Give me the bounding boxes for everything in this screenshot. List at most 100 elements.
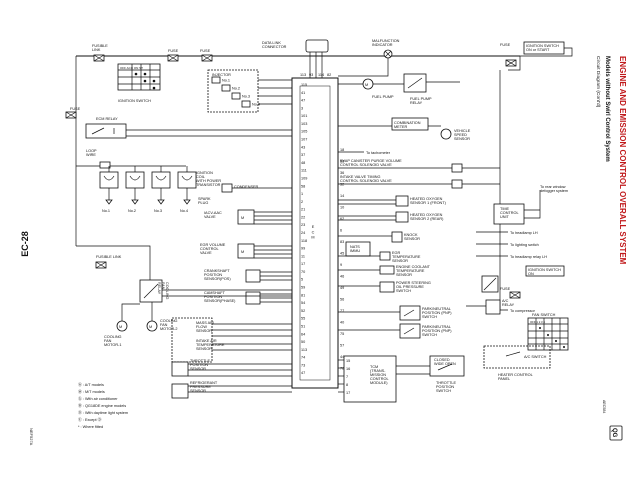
ecm-pin-label: 21 [301, 208, 305, 212]
to-tachometer: To tachometer [366, 151, 391, 155]
ecm-pin-label: 55 [301, 317, 305, 321]
svg-text:FUSE: FUSE [500, 43, 511, 47]
ecm-pin-label: 38 [340, 160, 344, 164]
svg-text:FUSE: FUSE [200, 49, 211, 53]
ecm-pin-label: 1 [301, 192, 303, 196]
doc-code: AEC584 [602, 400, 606, 413]
svg-text:FUSE: FUSE [70, 107, 81, 111]
ecm-pin-label: 18 [340, 148, 344, 152]
ecm-pin-label: 51 [301, 324, 305, 328]
svg-text:FUEL PUMP: FUEL PUMP [372, 95, 394, 99]
ecm-pin-label: 24 [301, 231, 305, 235]
injector-coils: No.1No.2No.3No.4 [211, 76, 260, 108]
svg-text:M: M [241, 216, 244, 220]
tcm-pin-label: 8 [346, 383, 348, 387]
fuse-2: FUSE [200, 49, 213, 62]
ecm-pin-label: 118 [301, 239, 307, 243]
ecm-pin-label: 62 [340, 217, 344, 221]
svg-text:FUSIBLE LINK: FUSIBLE LINK [96, 255, 122, 259]
ecm-pin-label: 50 [301, 340, 305, 344]
ecm-pin-label: 114 [318, 73, 324, 77]
svg-text:No.2: No.2 [232, 87, 240, 91]
svg-text:No.3: No.3 [154, 209, 162, 213]
ignition-coil: No.4 [177, 166, 197, 213]
ecm-pin-label: 57 [340, 344, 344, 348]
svg-text:M: M [119, 325, 122, 329]
ecm-pin-label: 23 [301, 223, 305, 227]
ignition-coil: No.2 [125, 166, 145, 213]
svg-text:M: M [149, 325, 152, 329]
ecm-left-pins: 1154147310110310510743374811110958122122… [301, 83, 307, 375]
ecm-pin-label: 107 [301, 138, 307, 142]
svg-text:ECM RELAY: ECM RELAY [96, 117, 118, 121]
ecm-pin-label: 70 [301, 270, 305, 274]
svg-text:To compressor: To compressor [510, 309, 536, 313]
ecm-pin-label: 45 [340, 252, 344, 256]
legend-item: Ⓓ : With daytime light system [78, 410, 128, 415]
svg-text:M: M [241, 250, 244, 254]
tcm-pin-label: 15 [346, 359, 350, 363]
injector-group: INJECTOR No.1No.2No.3No.4 [207, 69, 292, 113]
tcm-pin-label: 16 [346, 367, 350, 371]
ecm-pin-label: 3 [301, 106, 303, 110]
svg-text:A/C SWITCH: A/C SWITCH [524, 355, 547, 359]
svg-text:FUSE: FUSE [500, 287, 511, 291]
ecm-pin-label: 99 [301, 247, 305, 251]
tcm-pin-label: 7 [346, 375, 348, 379]
ecm-pin-label: 64 [301, 332, 305, 336]
ignition-coil: No.1 [99, 166, 119, 213]
legend-item: Ⓔ : Except Ⓓ [78, 417, 102, 422]
page-subtitle: Circuit Diagram (Cont'd) [595, 56, 601, 108]
injector-coil: No.3 [231, 92, 250, 100]
svg-text:To headlamp LH: To headlamp LH [510, 231, 538, 235]
svg-text:COOLINGFANRELAY: COOLINGFANRELAY [157, 282, 169, 300]
svg-text:To headlamp relay LH: To headlamp relay LH [510, 255, 547, 259]
page-heading: Models without Swirl Control System [604, 56, 610, 162]
ecm-pin-label: 44 [340, 355, 344, 359]
ecm-pin-label: 101 [301, 114, 307, 118]
ecm-pin-label: 56 [340, 298, 344, 302]
figure-code: NEF527A [29, 428, 34, 446]
ecm-pin-label: 82 [327, 73, 331, 77]
ignition-switch-table: OFF ACC ON ST IGNITION SWITCH [117, 63, 161, 103]
fuse-1: FUSE [167, 49, 179, 62]
svg-text:To lighting switch: To lighting switch [510, 243, 539, 247]
